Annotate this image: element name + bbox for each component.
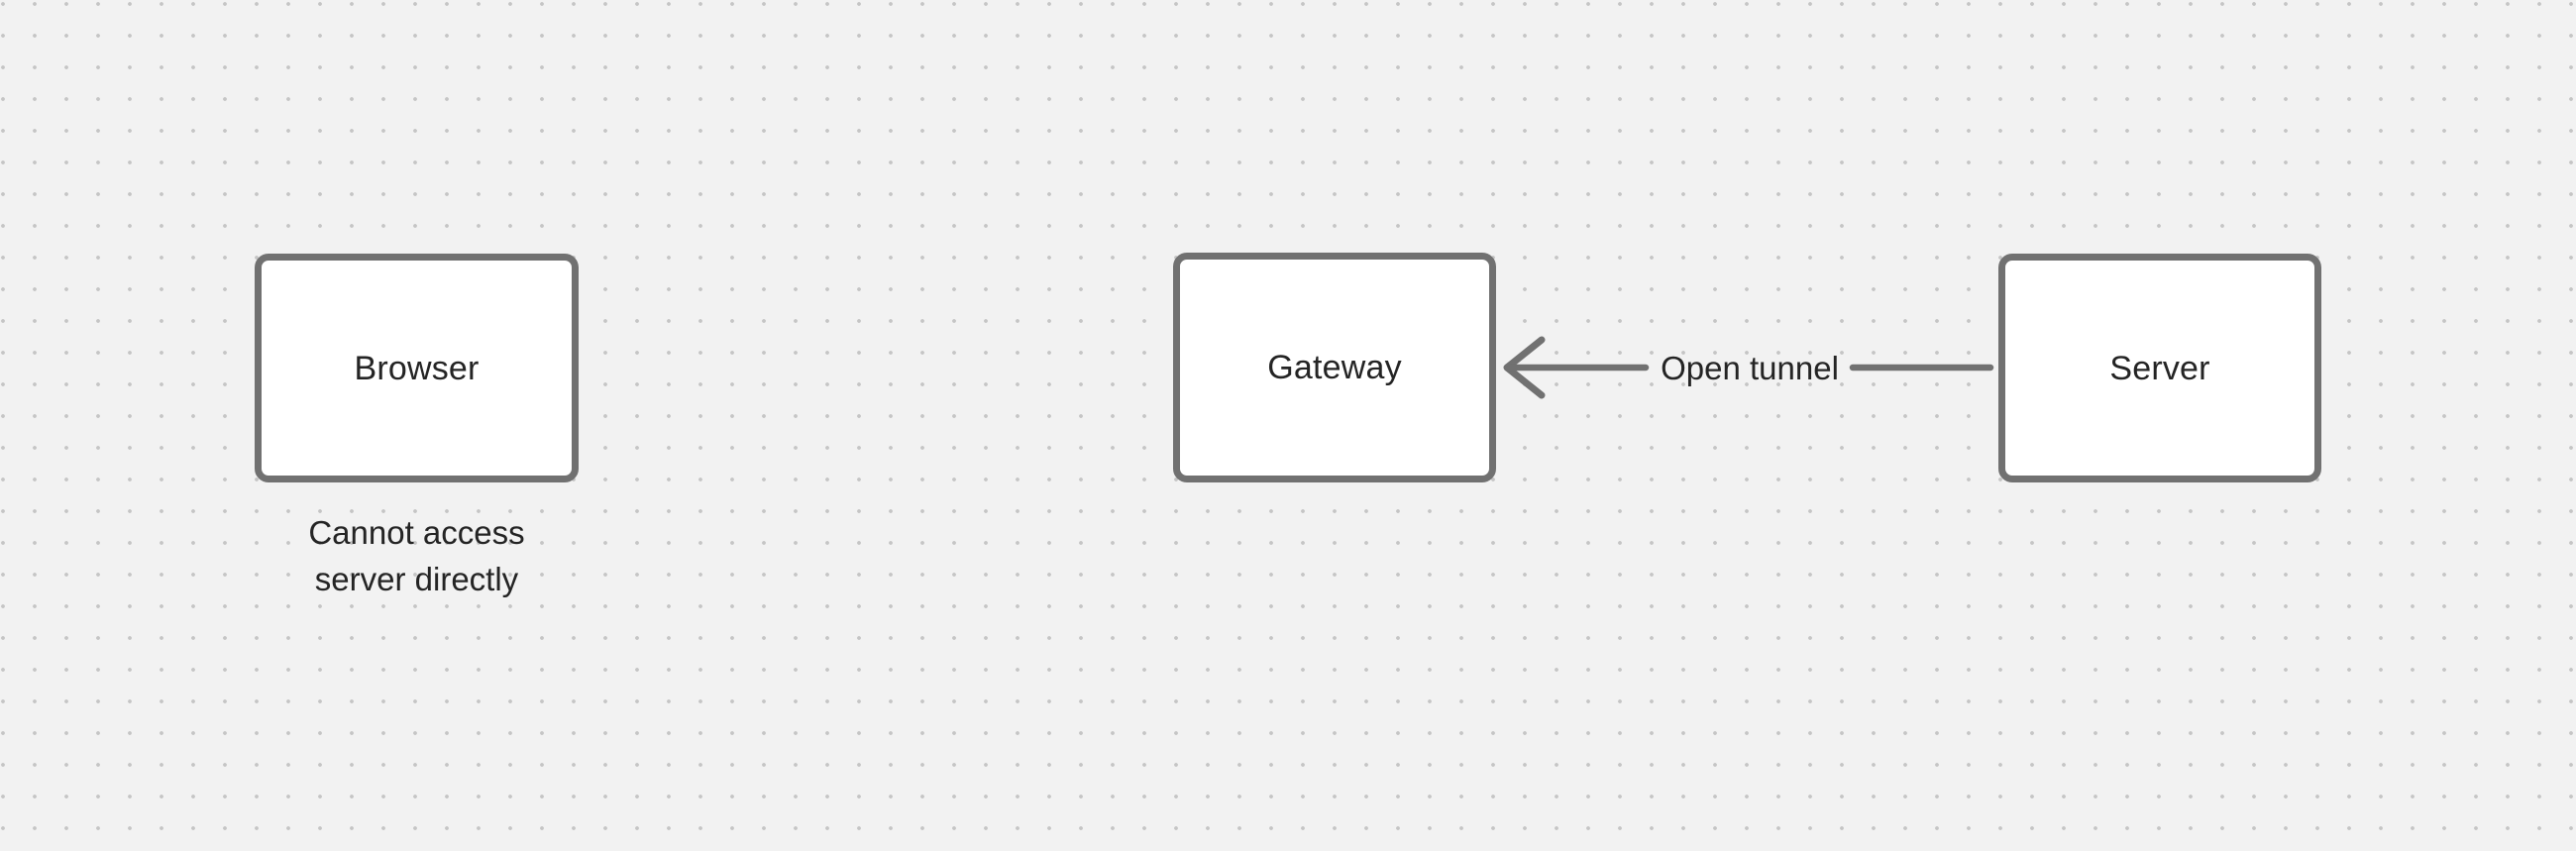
edge-label-open-tunnel[interactable]: Open tunnel	[1661, 350, 1839, 386]
node-gateway[interactable]: Gateway	[1173, 253, 1496, 482]
caption-line-1: Cannot access	[308, 514, 525, 551]
node-browser[interactable]: Browser	[255, 254, 579, 482]
caption-line-2: server directly	[314, 561, 519, 597]
node-gateway-label: Gateway	[1267, 349, 1402, 386]
arrow-left-icon	[1503, 336, 1546, 399]
node-server-label: Server	[2109, 349, 2210, 387]
caption-browser-note[interactable]: Cannot access server directly	[255, 509, 579, 602]
node-browser-label: Browser	[354, 349, 480, 387]
node-server[interactable]: Server	[1998, 254, 2321, 482]
